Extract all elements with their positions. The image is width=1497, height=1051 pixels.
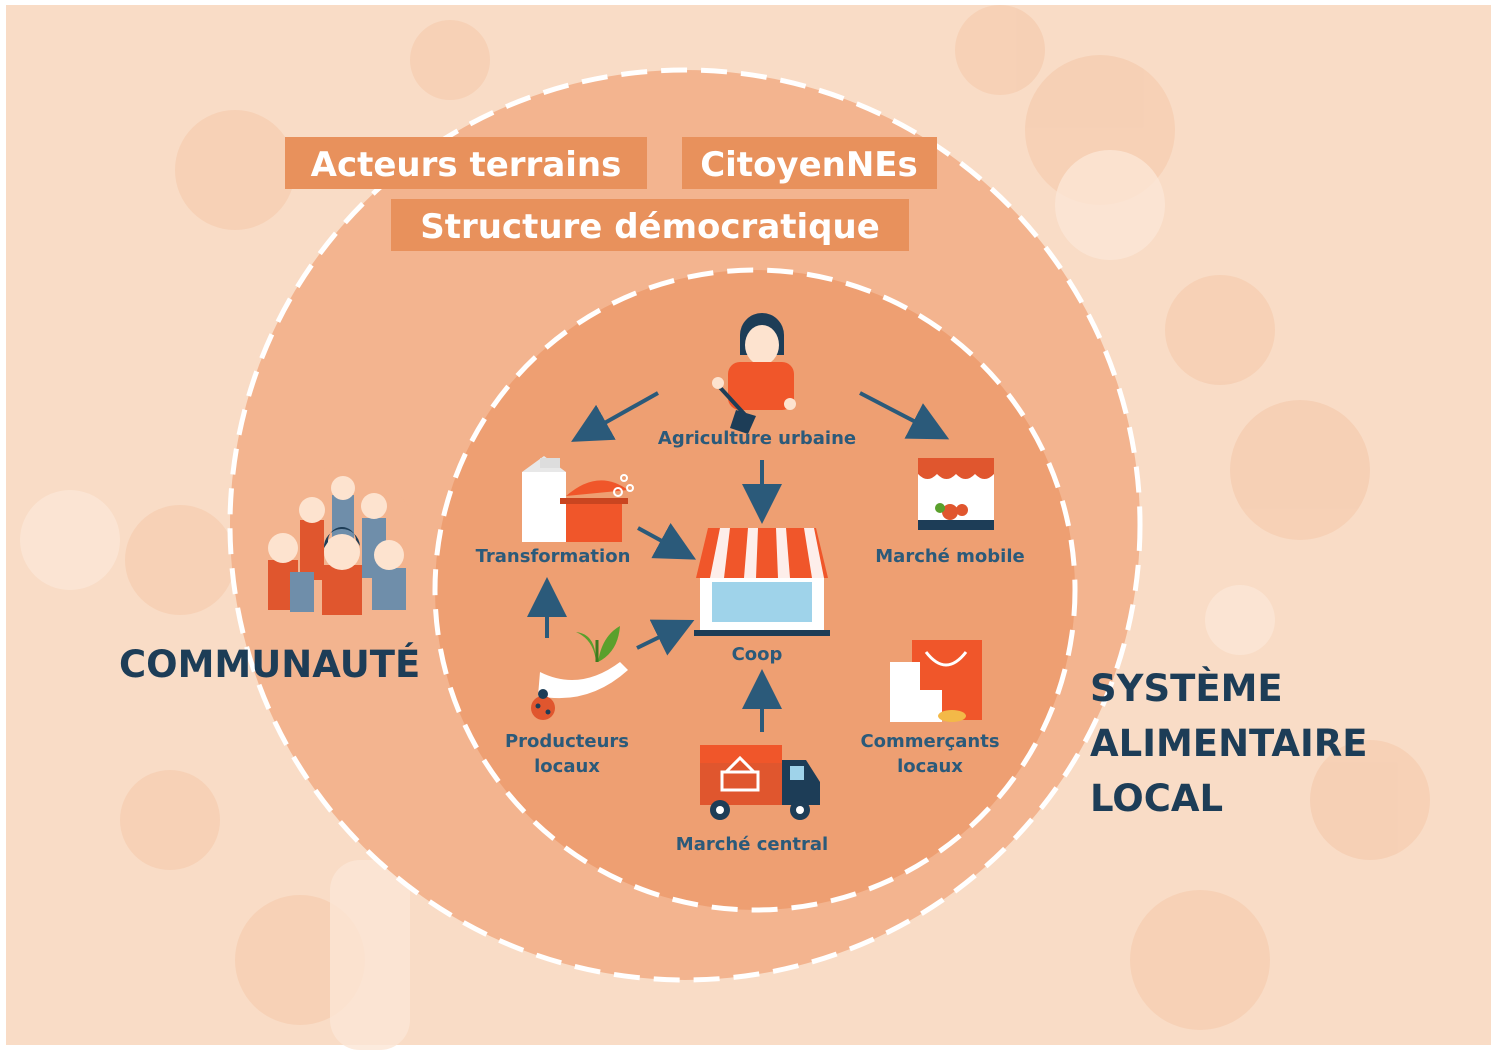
local-system-ring-border bbox=[432, 267, 1078, 913]
decorative-food-pattern bbox=[120, 5, 1430, 1030]
node-transformation: Transformation bbox=[476, 546, 631, 567]
tag-structure-bg bbox=[391, 199, 909, 251]
arrow-producteurs-to-coop bbox=[636, 619, 695, 656]
crowd-icon bbox=[262, 467, 418, 623]
node-marche-mobile: Marché mobile bbox=[875, 546, 1024, 567]
tag-acteurs-terrains: Acteurs terrains bbox=[311, 145, 622, 185]
node-marche-central: Marché central bbox=[676, 834, 828, 855]
delivery-truck-icon bbox=[700, 745, 820, 820]
shopping-bag-icon bbox=[890, 640, 982, 722]
arrow-agri-to-marche-mobile bbox=[859, 391, 950, 440]
arrow-agri-to-transformation bbox=[571, 391, 659, 442]
tag-structure-democratique: Structure démocratique bbox=[420, 207, 880, 247]
community-ring-border bbox=[227, 67, 1143, 983]
coop-store-icon bbox=[694, 528, 830, 636]
tag-citoyens-bg bbox=[682, 137, 937, 189]
cooking-pot-icon bbox=[560, 474, 634, 542]
node-coop: Coop bbox=[732, 644, 783, 665]
tag-acteurs-bg bbox=[285, 137, 647, 189]
market-stall-icon bbox=[918, 458, 994, 530]
node-producteurs-line2: locaux bbox=[534, 756, 600, 777]
label-communaute: COMMUNAUTÉ bbox=[119, 642, 420, 686]
hand-sprout-icon bbox=[538, 626, 628, 699]
node-agriculture-urbaine: Agriculture urbaine bbox=[658, 428, 856, 449]
node-commercants-line2: locaux bbox=[897, 756, 963, 777]
flow-arrows bbox=[527, 391, 950, 732]
node-producteurs-line1: Producteurs bbox=[505, 731, 629, 752]
farmer-shovel-icon bbox=[712, 313, 796, 434]
label-systeme-line3: LOCAL bbox=[1090, 777, 1223, 820]
arrow-transformation-to-coop bbox=[637, 522, 697, 560]
ladybug-icon bbox=[531, 689, 555, 720]
tag-citoyennes: CitoyenNEs bbox=[700, 145, 918, 185]
decorative-highlights bbox=[20, 150, 1275, 1050]
label-systeme-line1: SYSTÈME bbox=[1090, 666, 1283, 710]
milk-carton-icon bbox=[522, 456, 566, 542]
node-commercants-line1: Commerçants bbox=[860, 731, 999, 752]
label-systeme-line2: ALIMENTAIRE bbox=[1090, 722, 1368, 765]
